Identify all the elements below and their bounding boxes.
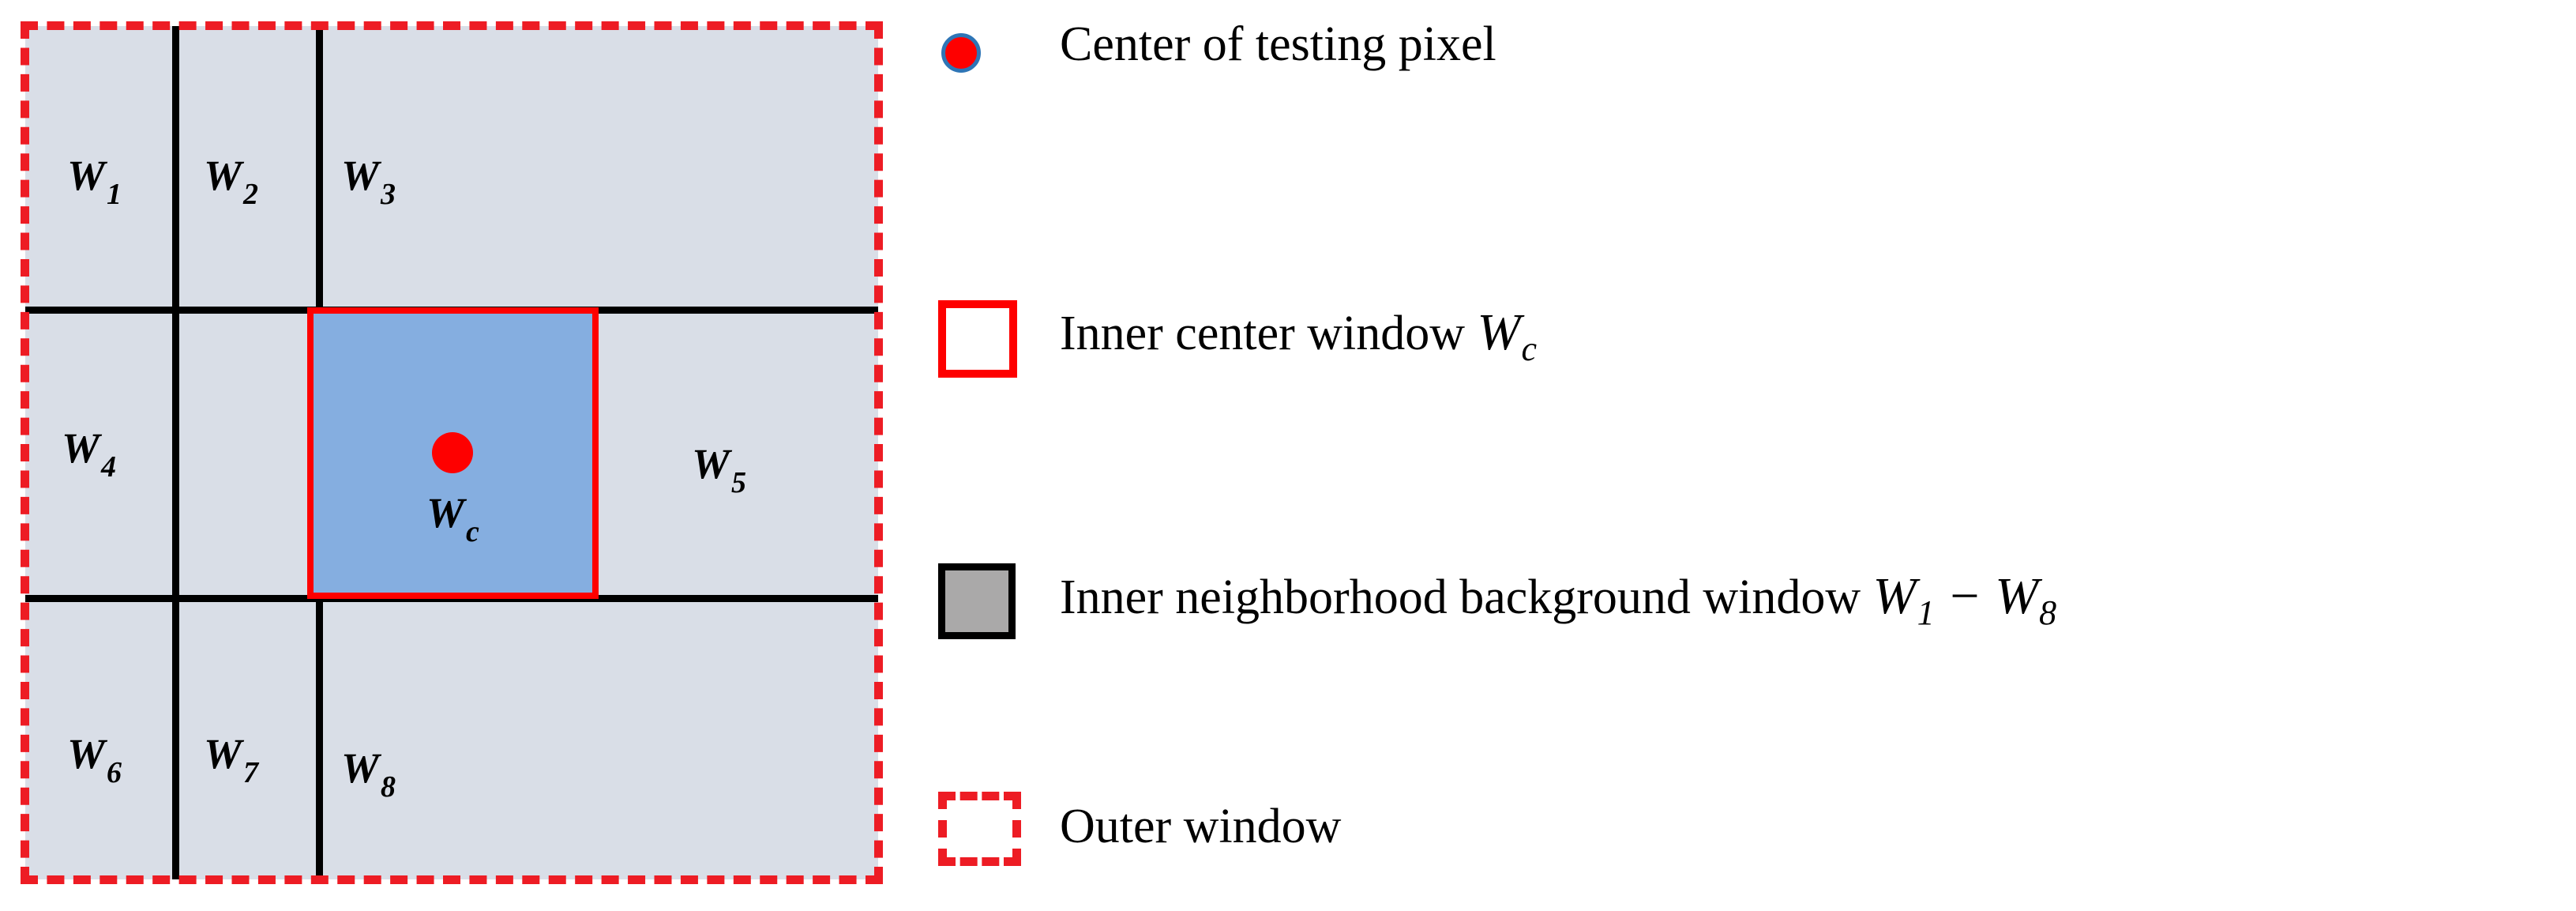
legend-math-wc-sub: c [1521, 329, 1538, 368]
legend: Center of testing pixel Inner center win… [908, 0, 2576, 911]
cell-label-w6: W6 [67, 730, 122, 788]
cell-label-w7-base: W [204, 730, 242, 777]
legend-math-wc-base: W [1477, 303, 1521, 361]
legend-label-center-pixel-text: Center of testing pixel [1060, 17, 1496, 71]
cell-label-w5-sub: 5 [731, 465, 747, 499]
cell-label-w4: W4 [62, 424, 116, 482]
legend-math-range-tail: − W [1933, 567, 2039, 625]
legend-label-outer-window-text: Outer window [1060, 800, 1342, 853]
cell-label-w1-base: W [67, 152, 106, 199]
legend-label-center-pixel: Center of testing pixel [1060, 20, 1496, 69]
cell-label-w8: W8 [341, 744, 396, 802]
legend-label-inner-center-window-text: Inner center window [1060, 307, 1478, 360]
cell-label-w4-sub: 4 [101, 450, 117, 484]
cell-label-w1: W1 [67, 152, 122, 209]
window-grid-diagram: W1 W2 W3 W4 Wc W5 W6 W7 W8 [0, 0, 908, 911]
cell-label-w5: W5 [692, 440, 746, 498]
cell-label-w2: W2 [204, 152, 258, 209]
cell-label-w8-base: W [341, 744, 380, 792]
cell-label-w4-base: W [62, 424, 100, 472]
cell-label-w1-sub: 1 [107, 177, 122, 211]
legend-label-inner-neighborhood-window: Inner neighborhood background window W1 … [1060, 567, 2056, 631]
legend-label-inner-center-window: Inner center window Wc [1060, 307, 1537, 367]
grid-vline-left [172, 26, 179, 879]
cell-label-w8-sub: 8 [381, 770, 396, 804]
outer-window-border [21, 21, 883, 884]
cell-label-w2-sub: 2 [243, 177, 259, 211]
cell-label-w7: W7 [204, 730, 258, 788]
cell-label-w5-base: W [692, 440, 730, 487]
legend-label-inner-neighborhood-text: Inner neighborhood background window [1060, 570, 1873, 624]
cell-label-w2-base: W [204, 152, 242, 199]
cell-label-w7-sub: 7 [243, 755, 259, 789]
cell-label-w3-sub: 3 [381, 177, 396, 211]
cell-label-w6-sub: 6 [107, 755, 122, 789]
cell-label-w3-base: W [341, 152, 380, 199]
cell-label-w6-base: W [67, 730, 106, 777]
legend-label-outer-window: Outer window [1060, 802, 1341, 851]
center-testing-pixel-dot [432, 432, 473, 473]
legend-marker-inner-neighborhood-icon [938, 563, 1016, 639]
legend-math-w1-sub: 1 [1917, 593, 1935, 632]
cell-label-wc-sub: c [466, 514, 479, 548]
legend-marker-center-pixel-icon [941, 33, 981, 73]
legend-math-w8-sub: 8 [2039, 593, 2057, 632]
legend-marker-inner-center-window-icon [938, 300, 1017, 378]
cell-label-w3: W3 [341, 152, 396, 209]
legend-math-w1-base: W [1872, 567, 1917, 625]
cell-label-wc: Wc [426, 489, 479, 547]
legend-marker-outer-window-icon [938, 792, 1021, 866]
cell-label-wc-base: W [426, 489, 465, 536]
